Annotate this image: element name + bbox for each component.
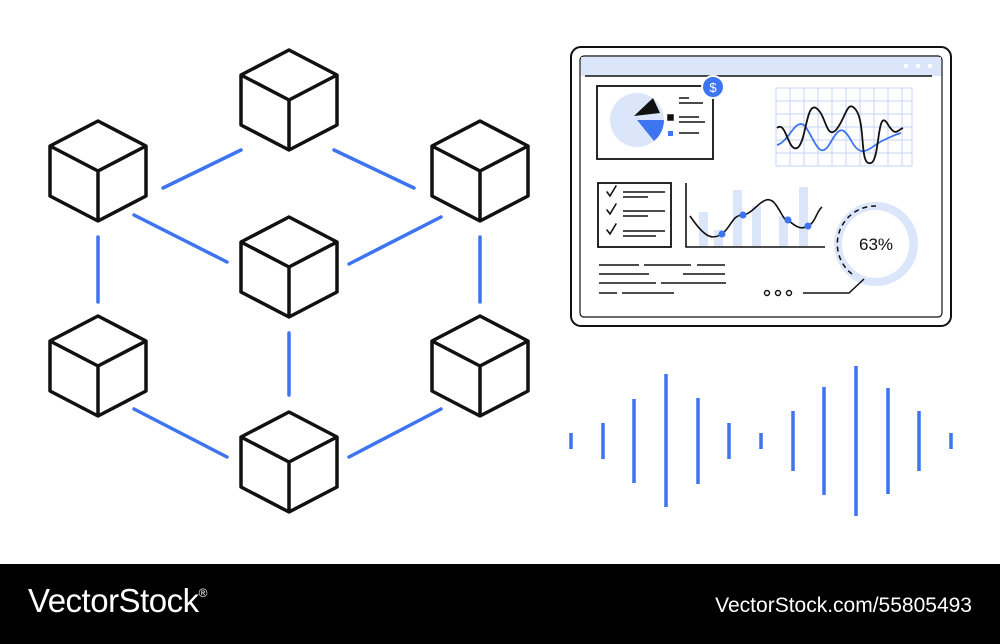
blockchain-cube-icon — [239, 48, 339, 152]
network-links — [96, 148, 482, 459]
legend-lines — [667, 97, 705, 136]
line-chart-icon — [775, 87, 913, 167]
blockchain-cube-icon — [430, 314, 530, 418]
brand-logo: VectorStock® — [28, 582, 207, 620]
registered-mark: ® — [198, 586, 208, 600]
brand-name: VectorStock — [28, 582, 199, 619]
screen-title-bar — [581, 57, 941, 76]
blockchain-cube-icon — [48, 314, 148, 418]
checklist-icon — [597, 182, 672, 248]
pie-chart-card — [596, 85, 714, 160]
dollar-coin-icon: $ — [701, 75, 725, 99]
screen-inner-border — [579, 55, 943, 318]
blockchain-cube-icon — [239, 410, 339, 514]
dashboard-screen: $ — [570, 46, 952, 327]
coin-symbol: $ — [709, 80, 717, 95]
blockchain-cube-icon — [239, 215, 339, 319]
text-placeholder-lines — [599, 264, 726, 294]
window-dots-icon — [903, 63, 933, 69]
watermark-footer: VectorStock® VectorStock.com/55805493 — [0, 564, 1000, 644]
sound-wave-icon — [569, 366, 953, 516]
gauge-icon: 63% — [834, 202, 918, 286]
gauge-value: 63% — [859, 235, 893, 254]
illustration: $ — [48, 46, 953, 516]
image-url: VectorStock.com/55805493 — [715, 594, 972, 617]
pie-chart-icon — [610, 93, 665, 147]
blockchain-cube-icon — [48, 119, 148, 223]
chart-grid — [775, 87, 913, 167]
more-dots-icon — [763, 289, 793, 297]
blockchain-cube-icon — [430, 119, 530, 223]
combo-chart-icon — [685, 183, 825, 248]
blockchain-network — [48, 48, 530, 514]
